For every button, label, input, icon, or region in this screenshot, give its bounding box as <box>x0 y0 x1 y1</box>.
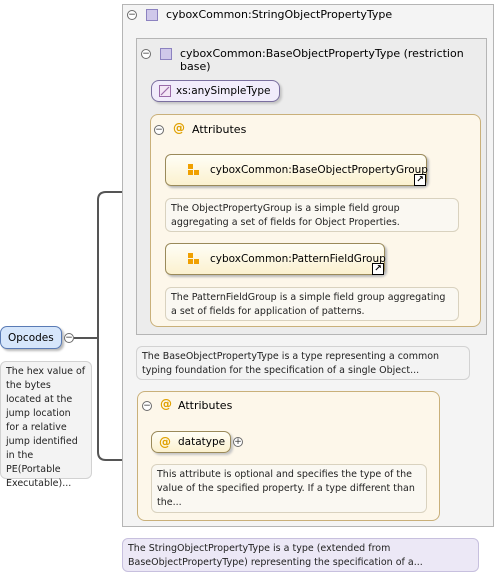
simple-type-icon <box>159 85 171 97</box>
base-attributes-label: Attributes <box>192 123 247 136</box>
group-box-base-object-property[interactable]: cyboxCommon:BaseObjectPropertyGroup ↗ <box>165 154 428 186</box>
attribute-group-icon <box>188 253 200 265</box>
link-icon[interactable]: ↗ <box>372 263 384 275</box>
complex-type-icon <box>146 9 158 21</box>
base-type-doc-text: The BaseObjectPropertyType is a type rep… <box>142 351 440 376</box>
base-type-name: cyboxCommon:BaseObjectPropertyType (rest… <box>180 47 464 73</box>
group-name: cyboxCommon:PatternFieldGroup <box>210 253 386 265</box>
simple-type-name: xs:anySimpleType <box>176 85 271 97</box>
root-type-doc: The StringObjectPropertyType is a type (… <box>122 538 479 572</box>
attribute-icon: @ <box>159 435 171 449</box>
base-type-doc: The BaseObjectPropertyType is a type rep… <box>136 346 470 380</box>
attribute-group-icon: @ <box>173 121 185 135</box>
attribute-datatype-box[interactable]: @ datatype <box>151 431 231 453</box>
root-type-doc-text: The StringObjectPropertyType is a type (… <box>128 543 423 568</box>
element-name: Opcodes <box>8 332 54 344</box>
simple-type-pill[interactable]: xs:anySimpleType <box>151 80 280 102</box>
attribute-group-icon: @ <box>160 397 172 411</box>
group-box-pattern-field[interactable]: cyboxCommon:PatternFieldGroup ↗ <box>165 243 386 275</box>
element-opcodes-box[interactable]: Opcodes <box>0 326 62 349</box>
attribute-datatype-doc: This attribute is optional and specifies… <box>151 464 427 513</box>
base-type-collapse-button[interactable]: − <box>141 49 151 59</box>
base-attributes-collapse-button[interactable]: − <box>154 125 164 135</box>
element-doc: The hex value of the bytes located at th… <box>0 361 92 489</box>
string-attributes-collapse-button[interactable]: − <box>142 401 152 411</box>
string-attributes-label: Attributes <box>178 399 233 412</box>
link-icon[interactable]: ↗ <box>414 174 426 186</box>
attribute-name: datatype <box>178 436 226 448</box>
group-doc-pattern-field: The PatternFieldGroup is a simple field … <box>165 287 459 321</box>
attribute-expand-button[interactable]: + <box>233 437 243 447</box>
attribute-doc-text: This attribute is optional and specifies… <box>157 469 415 508</box>
element-doc-text: The hex value of the bytes located at th… <box>6 366 86 489</box>
group-name: cyboxCommon:BaseObjectPropertyGroup <box>210 164 428 176</box>
root-type-name: cyboxCommon:StringObjectPropertyType <box>166 8 393 21</box>
group-doc-base-object-property: The ObjectPropertyGroup is a simple fiel… <box>165 198 459 232</box>
group-doc-text: The ObjectPropertyGroup is a simple fiel… <box>171 203 400 228</box>
element-collapse-button[interactable]: − <box>64 333 74 343</box>
complex-type-icon <box>160 48 172 60</box>
group-doc-text: The PatternFieldGroup is a simple field … <box>171 292 446 317</box>
attribute-group-icon <box>188 164 200 176</box>
root-type-collapse-button[interactable]: − <box>127 10 137 20</box>
